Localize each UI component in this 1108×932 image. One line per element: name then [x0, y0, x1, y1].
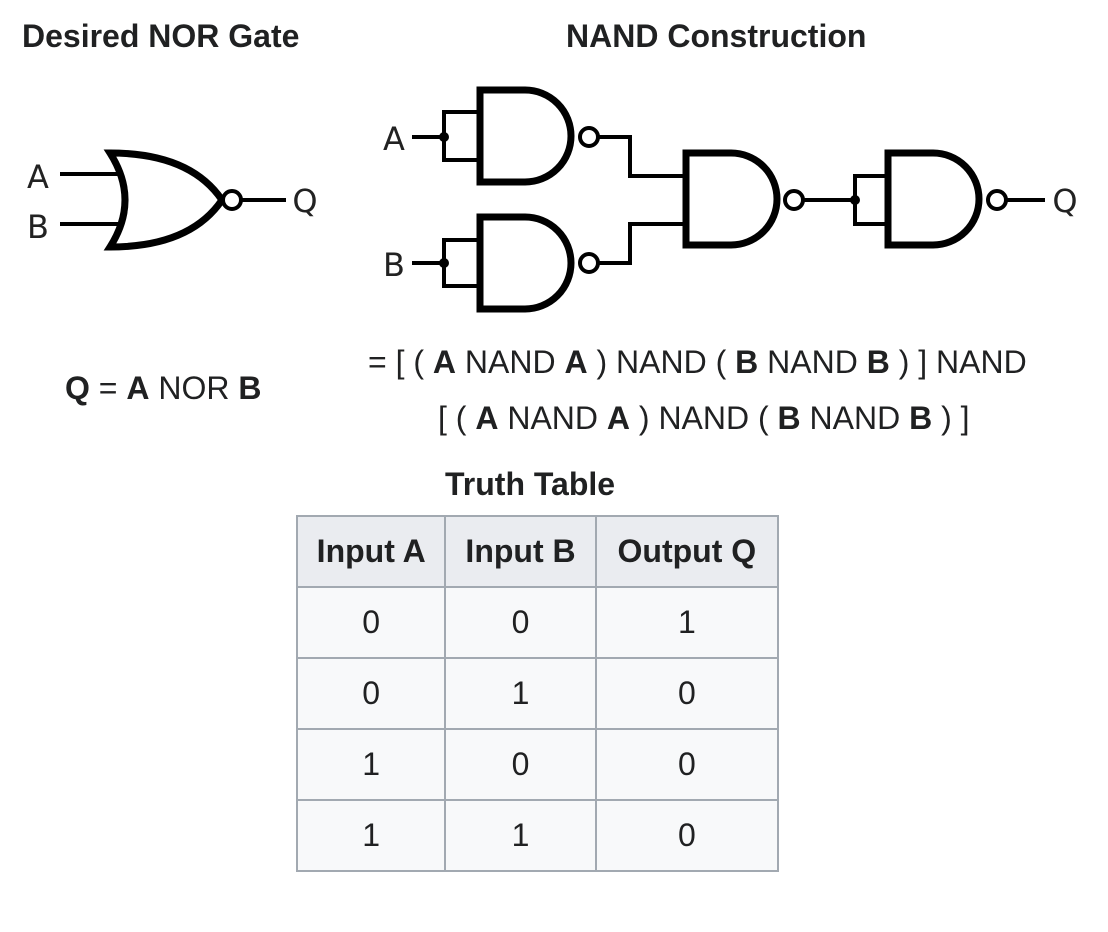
header-output-q: Output Q: [594, 515, 780, 588]
table-row: 1 0 0: [295, 728, 780, 801]
table-row: 1 1 0: [295, 799, 780, 872]
table-row: 0 1 0: [295, 657, 780, 730]
nor-input-b-label: B: [27, 208, 49, 246]
nor-input-a-label: A: [27, 158, 49, 196]
cell-input-b: 1: [444, 657, 597, 730]
nand-expression-line-2: [ ( A NAND A ) NAND ( B NAND B ) ]: [438, 400, 970, 436]
nor-output-q-label: Q: [292, 182, 317, 220]
nand-output-q-label: Q: [1052, 182, 1077, 220]
cell-input-a: 0: [295, 657, 447, 730]
table-row: 0 0 1: [295, 586, 780, 659]
truth-table-header-row: Input A Input B Output Q: [295, 515, 780, 588]
nand-gate-final: [803, 149, 1045, 249]
nand-construction-title: NAND Construction: [566, 18, 867, 54]
nor-gate-diagram: A B Q: [27, 149, 318, 251]
nand-expression-line-1: = [ ( A NAND A ) NAND ( B NAND B ) ] NAN…: [368, 344, 1027, 380]
header-input-a: Input A: [295, 515, 447, 588]
cell-input-b: 0: [444, 586, 597, 659]
nor-gate-title: Desired NOR Gate: [22, 18, 300, 54]
truth-table: Input A Input B Output Q 0 0 1 0 1 0 1 0…: [295, 515, 780, 872]
cell-output-q: 0: [594, 728, 780, 801]
nor-gate-symbol: [103, 149, 227, 251]
cell-output-q: 0: [594, 799, 780, 872]
nor-input-wires: [60, 172, 128, 226]
cell-output-q: 0: [594, 657, 780, 730]
nand-gate-a: [412, 86, 600, 186]
nand-gate-combine: [682, 149, 805, 249]
truth-table-title: Truth Table: [445, 466, 616, 502]
nand-intermediate-wires: [598, 135, 684, 265]
header-input-b: Input B: [444, 515, 597, 588]
cell-output-q: 1: [594, 586, 780, 659]
cell-input-a: 1: [295, 799, 447, 872]
nand-input-a-label: A: [383, 120, 405, 158]
nor-inverter-bubble: [221, 189, 243, 211]
nand-construction-diagram: A B Q: [383, 86, 1078, 313]
cell-input-b: 1: [444, 799, 597, 872]
cell-input-b: 0: [444, 728, 597, 801]
nand-gate-b: [412, 213, 600, 313]
nor-expression: Q = A NOR B: [65, 370, 262, 406]
cell-input-a: 1: [295, 728, 447, 801]
cell-input-a: 0: [295, 586, 447, 659]
nand-input-b-label: B: [383, 246, 405, 284]
